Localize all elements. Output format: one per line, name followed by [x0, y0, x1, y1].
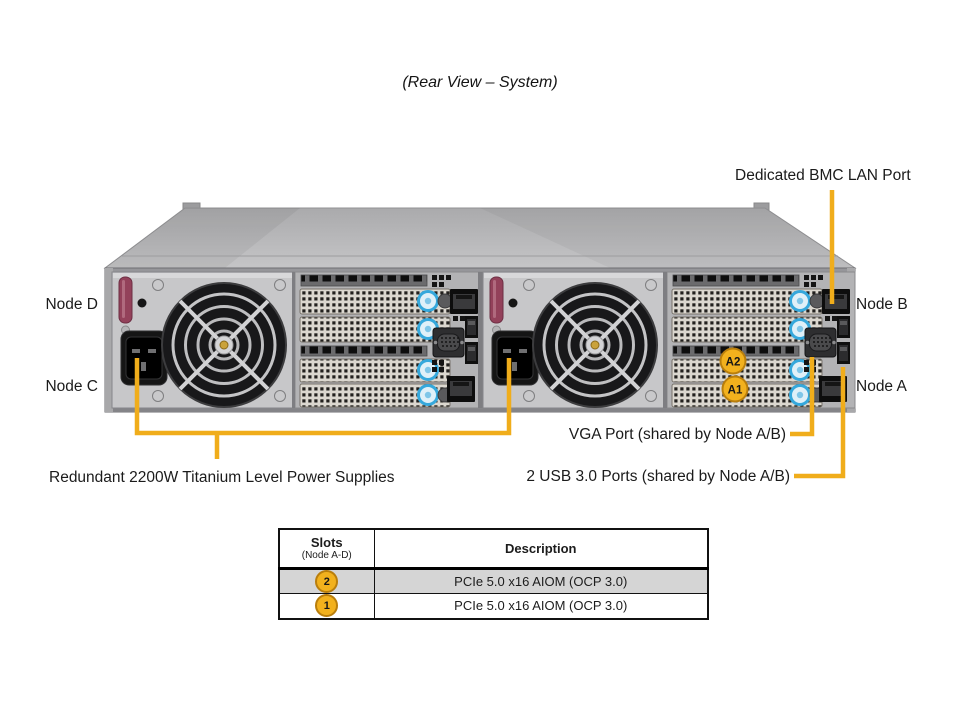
header-slots-title: Slots [310, 535, 343, 550]
label-psu: Redundant 2200W Titanium Level Power Sup… [49, 469, 395, 486]
slot-number-badge: 2 [315, 570, 339, 593]
slot-marker-a2-label: A2 [726, 357, 741, 369]
label-node-a: Node A [856, 378, 907, 395]
label-vga-port: VGA Port (shared by Node A/B) [568, 426, 786, 443]
table-row: 1 PCIe 5.0 x16 AIOM (OCP 3.0) [278, 593, 709, 619]
header-description-title: Description [504, 541, 577, 556]
callout-line-usb [794, 367, 846, 479]
callout-line-vga [790, 357, 815, 437]
table-row: 2 PCIe 5.0 x16 AIOM (OCP 3.0) [278, 568, 709, 594]
label-node-c: Node C [45, 378, 98, 395]
label-usb-ports: 2 USB 3.0 Ports (shared by Node A/B) [526, 468, 790, 485]
callout-line-psu [134, 358, 512, 459]
psu-node-dc [110, 270, 297, 410]
page-title: (Rear View – System) [402, 74, 558, 91]
slot-description-cell: PCIe 5.0 x16 AIOM (OCP 3.0) [373, 568, 709, 594]
slot-number-cell: 2 [278, 568, 375, 594]
slot-description-cell: PCIe 5.0 x16 AIOM (OCP 3.0) [373, 593, 709, 619]
callout-lines [134, 190, 846, 479]
label-node-d: Node D [45, 296, 98, 313]
slot-marker-a2: A2 [719, 347, 747, 375]
header-slots-subtitle: (Node A-D) [301, 550, 352, 561]
header-slots: Slots (Node A-D) [278, 528, 375, 570]
io-area-node-dc [293, 270, 485, 410]
slot-marker-a1: A1 [721, 375, 749, 403]
slot-marker-a1-label: A1 [728, 385, 743, 397]
label-bmc-lan-port: Dedicated BMC LAN Port [735, 167, 911, 184]
chassis-top-lid [103, 202, 857, 269]
slot-number-badge: 1 [315, 594, 339, 618]
label-node-b: Node B [856, 296, 908, 313]
io-area-node-ab [665, 270, 857, 410]
slot-number-cell: 1 [278, 593, 375, 619]
header-description: Description [373, 528, 709, 570]
table-header-row: Slots (Node A-D) Description [278, 528, 709, 570]
slots-table: Slots (Node A-D) Description 2 PCIe 5.0 … [278, 528, 709, 620]
